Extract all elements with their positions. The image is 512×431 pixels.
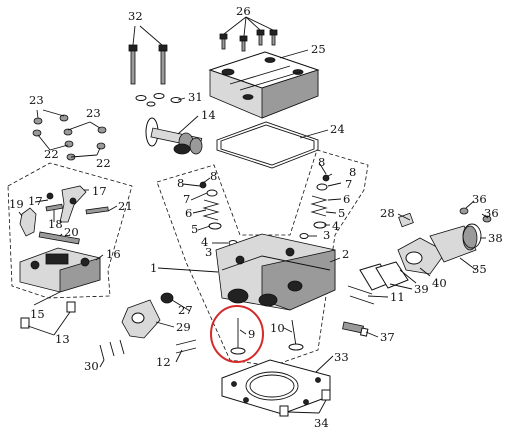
part-27 bbox=[160, 292, 174, 304]
label-6b: 6 bbox=[343, 192, 350, 206]
label-8c: 8 bbox=[318, 155, 325, 169]
label-3b: 3 bbox=[323, 228, 330, 242]
label-4a: 4 bbox=[201, 235, 208, 249]
label-17b: 17 bbox=[28, 194, 43, 208]
label-29: 29 bbox=[176, 320, 191, 334]
label-27: 27 bbox=[178, 303, 193, 317]
label-31: 31 bbox=[188, 90, 203, 104]
label-1: 1 bbox=[150, 261, 157, 275]
label-35: 35 bbox=[472, 262, 487, 276]
label-13: 13 bbox=[55, 332, 70, 346]
label-19: 19 bbox=[9, 197, 24, 211]
leader-lines bbox=[18, 16, 489, 414]
nuts-22-23 bbox=[32, 114, 107, 161]
label-8d: 8 bbox=[349, 165, 356, 179]
label-32: 32 bbox=[128, 9, 143, 23]
label-8a: 8 bbox=[177, 176, 184, 190]
label-36b: 36 bbox=[484, 206, 499, 220]
washers-31 bbox=[135, 93, 182, 107]
label-23a: 23 bbox=[29, 93, 44, 107]
label-12: 12 bbox=[156, 355, 171, 369]
label-7a: 7 bbox=[183, 192, 190, 206]
label-7b: 7 bbox=[345, 177, 352, 191]
label-33: 33 bbox=[334, 350, 349, 364]
label-38: 38 bbox=[488, 231, 503, 245]
rocker-group-box bbox=[7, 162, 133, 299]
label-28: 28 bbox=[380, 206, 395, 220]
label-15: 15 bbox=[30, 307, 45, 321]
label-3a: 3 bbox=[205, 245, 212, 259]
label-10: 10 bbox=[270, 321, 285, 335]
highlight-circle bbox=[210, 305, 264, 363]
label-5b: 5 bbox=[338, 206, 345, 220]
label-22b: 22 bbox=[96, 156, 111, 170]
label-34: 34 bbox=[314, 416, 329, 430]
label-37: 37 bbox=[380, 330, 395, 344]
valve-cover-25 bbox=[208, 51, 320, 119]
label-22a: 22 bbox=[44, 147, 59, 161]
label-6a: 6 bbox=[185, 206, 192, 220]
label-26: 26 bbox=[236, 4, 251, 18]
label-30: 30 bbox=[84, 359, 99, 373]
spark-plug-37 bbox=[342, 321, 369, 337]
label-11: 11 bbox=[390, 290, 405, 304]
bolts-32 bbox=[128, 44, 168, 85]
camshaft-14 bbox=[145, 117, 203, 155]
part-29 bbox=[121, 299, 161, 339]
bolts-26 bbox=[219, 29, 278, 52]
valve-spring-right bbox=[299, 174, 330, 239]
rocker-assembly bbox=[19, 185, 109, 245]
label-14: 14 bbox=[201, 108, 216, 122]
label-39: 39 bbox=[414, 282, 429, 296]
label-36a: 36 bbox=[472, 192, 487, 206]
cylinder-head-2 bbox=[215, 233, 336, 311]
label-4b: 4 bbox=[332, 219, 339, 233]
studs-30 bbox=[99, 339, 125, 361]
label-40: 40 bbox=[432, 276, 447, 290]
intake-pipe-40 bbox=[397, 237, 447, 275]
label-16: 16 bbox=[106, 247, 121, 261]
label-2: 2 bbox=[342, 247, 349, 261]
intake-valve-9 bbox=[230, 318, 246, 355]
rocker-holder-16 bbox=[19, 247, 101, 293]
label-5a: 5 bbox=[191, 222, 198, 236]
label-23b: 23 bbox=[86, 106, 101, 120]
gaskets-39 bbox=[359, 261, 409, 291]
label-21: 21 bbox=[118, 199, 133, 213]
cover-gasket-24 bbox=[216, 121, 319, 169]
label-25: 25 bbox=[311, 42, 326, 56]
screws-36 bbox=[459, 207, 492, 223]
clamp-38 bbox=[462, 223, 482, 249]
intake-boot-35 bbox=[429, 225, 478, 263]
label-24: 24 bbox=[330, 122, 345, 136]
exhaust-valve-10 bbox=[288, 319, 304, 351]
label-9: 9 bbox=[248, 327, 255, 341]
studs-11 bbox=[347, 285, 375, 305]
label-8b: 8 bbox=[210, 169, 217, 183]
label-17a: 17 bbox=[92, 184, 107, 198]
studs-12 bbox=[175, 339, 197, 354]
dowels-13 bbox=[20, 301, 76, 329]
label-20: 20 bbox=[64, 225, 79, 239]
label-18: 18 bbox=[48, 217, 63, 231]
callout-labels: 32 26 25 31 14 24 23 23 22 22 17 17 19 2… bbox=[9, 4, 503, 430]
head-gasket-33 bbox=[221, 359, 331, 415]
